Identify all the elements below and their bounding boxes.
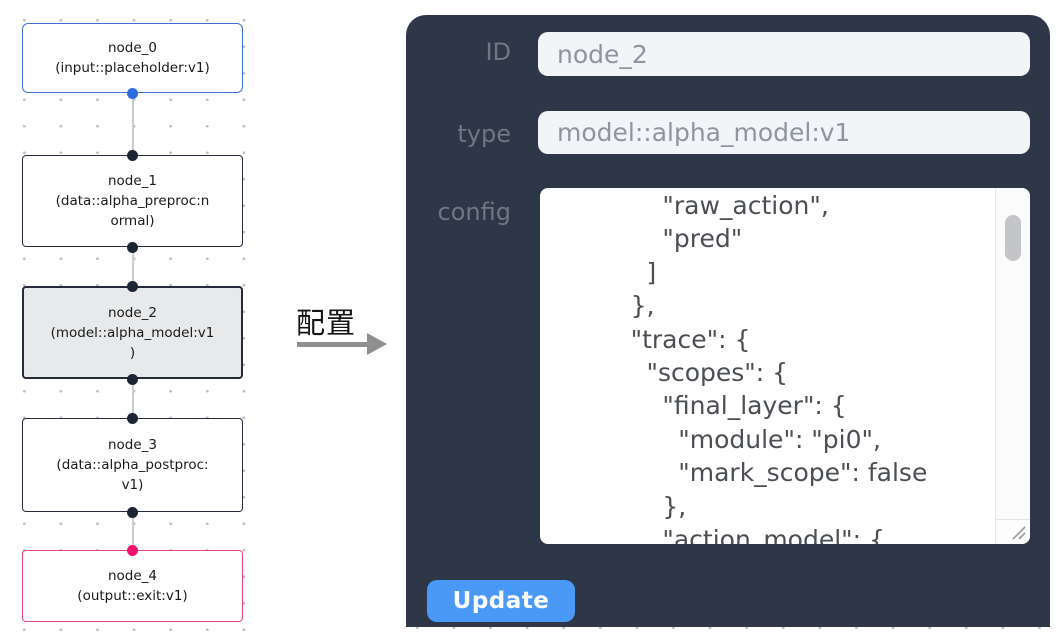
type-input[interactable]	[538, 111, 1030, 154]
node-title: node_0	[107, 40, 158, 56]
node-subtitle: (input::placeholder:v1)	[55, 60, 210, 76]
arrow-icon	[297, 342, 369, 347]
scrollbar-thumb[interactable]	[1005, 215, 1021, 261]
config-json-text: "raw_action", "pred" ] }, "trace": { "sc…	[630, 191, 928, 544]
port-top-icon[interactable]	[127, 149, 138, 161]
config-textarea[interactable]: "raw_action", "pred" ] }, "trace": { "sc…	[540, 188, 1030, 544]
node-subtitle: (model::alpha_model:v1	[50, 324, 215, 341]
flow-node-node_1[interactable]: node_1 (data::alpha_preproc:n ormal)	[22, 155, 243, 247]
arrow-icon	[367, 333, 387, 355]
config-panel: ID type config "raw_action", "pred" ] },…	[406, 15, 1050, 627]
flow-node-node_3[interactable]: node_3 (data::alpha_postproc: v1)	[22, 418, 243, 512]
scrollbar[interactable]	[995, 188, 1030, 519]
edge-line	[131, 93, 134, 155]
port-top-icon[interactable]	[127, 412, 138, 424]
port-bottom-icon[interactable]	[127, 506, 138, 518]
port-top-icon[interactable]	[127, 280, 138, 292]
flow-node-node_2[interactable]: node_2 (model::alpha_model:v1 )	[22, 286, 243, 379]
type-label: type	[457, 120, 511, 148]
resize-corner[interactable]	[995, 519, 1030, 544]
flow-node-node_4[interactable]: node_4 (output::exit:v1)	[22, 550, 243, 622]
node-subtitle: (output::exit:v1)	[77, 588, 188, 604]
resize-handle-icon	[1012, 526, 1026, 540]
edge-line	[131, 379, 134, 418]
node-title: node_2	[107, 304, 158, 321]
edge-line	[131, 247, 134, 286]
update-button[interactable]: Update	[427, 580, 575, 622]
config-label: config	[437, 198, 511, 226]
node-subtitle: v1)	[121, 477, 144, 493]
flow-node-node_0[interactable]: node_0 (input::placeholder:v1)	[22, 23, 243, 93]
node-subtitle: )	[129, 344, 136, 361]
id-input[interactable]	[538, 32, 1030, 76]
node-subtitle: (data::alpha_preproc:n	[55, 193, 210, 209]
edge-line	[131, 512, 134, 550]
node-title: node_4	[107, 568, 158, 584]
port-top-icon[interactable]	[127, 544, 138, 556]
node-title: node_1	[107, 173, 158, 189]
node-subtitle: (data::alpha_postproc:	[56, 457, 209, 473]
port-bottom-icon[interactable]	[127, 241, 138, 253]
node-title: node_3	[107, 437, 158, 453]
port-bottom-icon[interactable]	[127, 87, 138, 99]
config-arrow-label: 配置	[296, 306, 357, 340]
node-subtitle: ormal)	[110, 213, 155, 229]
port-bottom-icon[interactable]	[127, 373, 138, 385]
id-label: ID	[485, 38, 511, 66]
